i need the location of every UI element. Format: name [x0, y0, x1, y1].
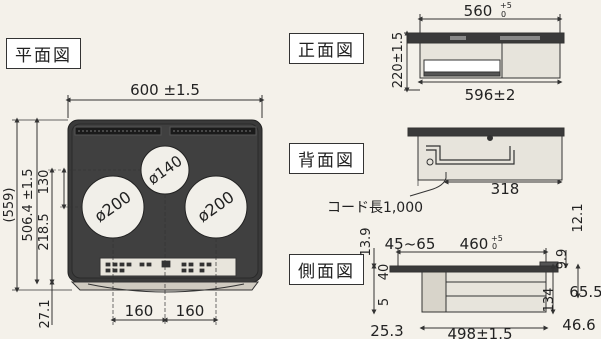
side-d5-label: 40: [377, 264, 392, 281]
side-d1-label: 13.9: [359, 228, 374, 257]
plan-spacing-left-label: 160: [125, 302, 154, 320]
plan-width-label: 600 ±1.5: [130, 81, 200, 99]
front-height-label: 220±1.5: [391, 32, 406, 88]
front-bottom-width-label: 596±2: [465, 86, 516, 104]
cord-length-label: コード長1,000: [327, 200, 423, 216]
side-d8-label: 134: [542, 288, 557, 313]
power-cord: [409, 172, 447, 197]
front-width-tol-lower: 0: [501, 10, 506, 19]
front-width-label: 560: [464, 2, 493, 20]
plan-view-title: 平面図: [6, 38, 81, 69]
side-view: [371, 248, 581, 331]
side-view-title: 側面図: [289, 254, 364, 285]
side-d4-label: 12.1: [571, 204, 586, 233]
back-view: [407, 127, 565, 197]
side-d6-label: 9.9: [555, 249, 570, 270]
side-d3-tol-upper: +5: [491, 234, 503, 243]
side-d3-label: 460: [460, 235, 489, 253]
back-top-plate: [407, 127, 565, 137]
plan-depth-inner-label: 218.5: [37, 213, 52, 250]
side-d2-label: 45~65: [385, 235, 436, 253]
side-d7-label: 5: [377, 298, 392, 306]
plan-depth-130-label: 130: [37, 170, 52, 195]
plan-front-lip-label: 27.1: [38, 300, 53, 329]
plan-depth-total-label: (559): [2, 188, 17, 223]
side-top-plate: [389, 265, 559, 273]
plan-view: [12, 95, 265, 325]
back-dim-label: 318: [491, 180, 520, 198]
side-d12-label: 46.6: [562, 316, 595, 334]
side-d3-tol-lower: 0: [492, 242, 497, 251]
side-d10-label: 25.3: [370, 322, 403, 339]
front-width-tol-upper: +5: [500, 1, 512, 10]
side-d11-label: 498±1.5: [447, 325, 512, 339]
plan-spacing-right-label: 160: [176, 302, 205, 320]
side-d9-label: 65.5: [569, 283, 601, 301]
plan-depth-main-label: 506.4 ±1.5: [21, 169, 36, 242]
back-view-title: 背面図: [289, 143, 364, 174]
front-view: [404, 14, 565, 93]
front-top-plate: [407, 32, 565, 44]
front-view-title: 正面図: [289, 33, 364, 64]
rear-vent: [74, 126, 257, 136]
